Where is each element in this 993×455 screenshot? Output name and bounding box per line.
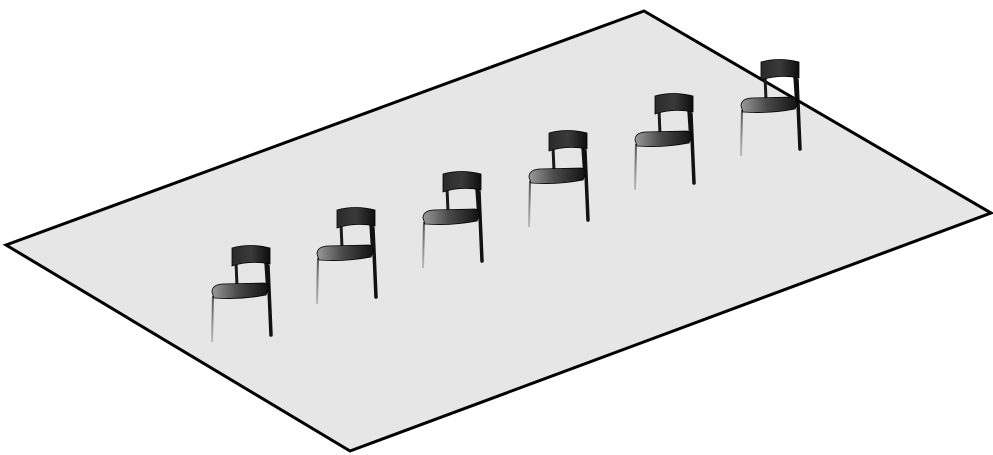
floor-plane	[6, 11, 991, 451]
